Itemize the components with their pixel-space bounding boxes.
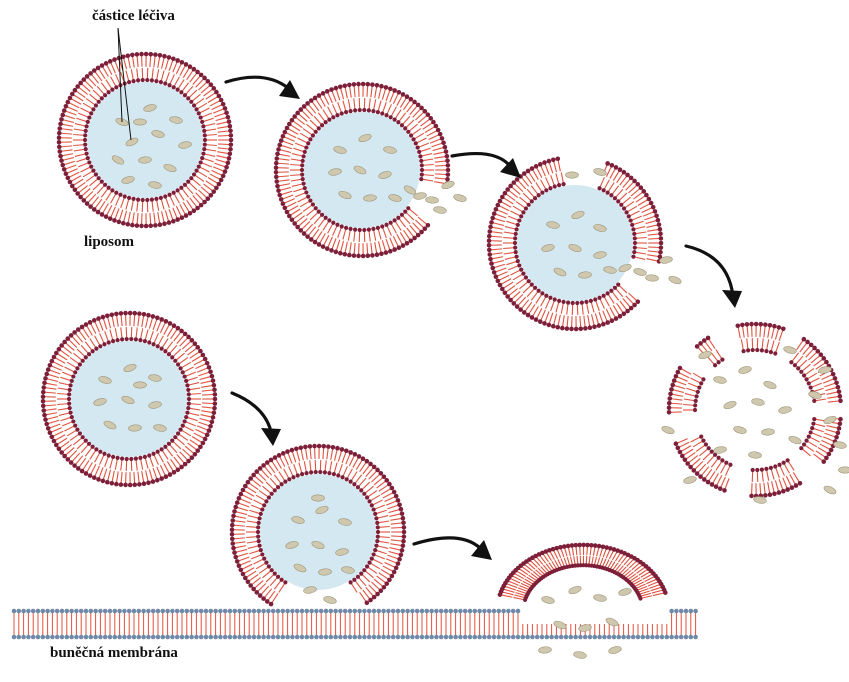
drug-particle (453, 193, 467, 203)
curved-arrow-icon (452, 154, 521, 178)
drug-particle (633, 267, 647, 277)
drug-particle (698, 350, 712, 360)
drug-particle (733, 425, 747, 435)
liposome-lumens (71, 82, 633, 590)
liposome-lumen (517, 185, 633, 301)
drug-particle (788, 435, 802, 445)
drug-particle (713, 446, 727, 455)
drug-particle (723, 400, 737, 410)
drug-particle (839, 467, 849, 473)
drug-particle (441, 180, 455, 190)
drug-particle (323, 595, 337, 605)
drug-particle (312, 495, 325, 501)
drug-particle (645, 274, 659, 282)
drug-particle (833, 441, 847, 450)
drug-particle (605, 616, 619, 627)
curved-arrow-icon (232, 393, 281, 446)
drug-particle (808, 390, 822, 400)
drug-particle (433, 206, 447, 215)
drug-particle (738, 365, 752, 375)
drug-particle (761, 428, 775, 436)
curved-arrow-icon (226, 77, 300, 99)
drug-particle (608, 645, 622, 655)
drug-particle (661, 425, 675, 435)
drug-particle (748, 451, 762, 459)
drug-particle (573, 651, 587, 660)
drug-particle (566, 172, 579, 178)
liposome-lumen (260, 474, 376, 590)
drug-particle (538, 646, 552, 654)
liposome-label: liposom (84, 234, 134, 251)
liposome-disintegrated (667, 322, 843, 499)
drug-particle (683, 475, 697, 485)
drug-particle (823, 484, 837, 495)
drug-particle (668, 275, 682, 285)
drug-particles-label: částice léčiva (92, 8, 175, 25)
cell-membrane (12, 609, 698, 640)
drug-particle (568, 585, 582, 595)
drug-particle (751, 398, 765, 407)
drug-particle (541, 595, 555, 605)
drug-particle (134, 382, 147, 388)
drug-particle (618, 587, 632, 597)
drug-particle (553, 620, 567, 630)
drug-particle (778, 406, 792, 415)
drug-particle (818, 366, 832, 375)
drug-particle (593, 594, 607, 603)
drug-particle (134, 119, 147, 125)
curved-arrow-icon (686, 246, 742, 308)
membrane-bulge (498, 543, 668, 602)
curved-arrow-icon (414, 538, 492, 560)
drug-particle (713, 376, 727, 385)
liposome-lumen (87, 82, 203, 198)
drug-particle (763, 380, 777, 390)
drug-particle (823, 415, 837, 425)
cell-membrane-label: buněčná membrána (50, 645, 178, 662)
drug-particle (783, 345, 797, 355)
